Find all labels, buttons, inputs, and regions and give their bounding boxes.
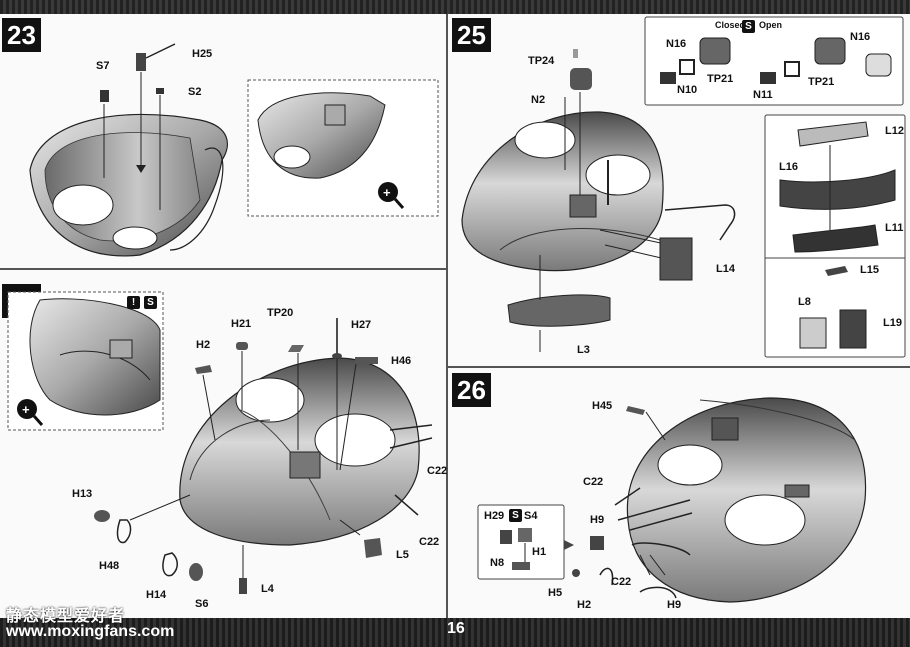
label-l15: L15 xyxy=(860,264,879,276)
step-26-number: 26 xyxy=(452,373,491,407)
warning-icon: ! xyxy=(127,296,140,309)
label-n11: N11 xyxy=(753,89,773,101)
svg-text:+: + xyxy=(22,402,30,417)
label-h2-26: H2 xyxy=(577,599,592,611)
svg-text:+: + xyxy=(383,185,391,200)
label-h9-upper: H9 xyxy=(590,514,605,526)
label-l19: L19 xyxy=(883,317,902,329)
label-h46: H46 xyxy=(391,355,412,367)
top-border xyxy=(0,0,910,14)
watermark-url: www.moxingfans.com xyxy=(6,623,175,640)
label-c22-lower-26: C22 xyxy=(611,576,632,588)
label-c22-upper: C22 xyxy=(427,465,448,477)
watermark-chinese: 静态模型爱好者 xyxy=(6,606,126,625)
left-divider xyxy=(0,268,446,270)
label-h48: H48 xyxy=(99,560,120,572)
label-n8: N8 xyxy=(490,557,505,569)
label-l8: L8 xyxy=(798,296,811,308)
label-s2: S2 xyxy=(188,86,202,98)
option-icon-h29: S xyxy=(509,509,522,522)
label-h29: H29 xyxy=(484,510,505,522)
label-h9-lower: H9 xyxy=(667,599,682,611)
label-n10: N10 xyxy=(677,84,698,96)
page-number: 16 xyxy=(447,620,465,637)
label-h1: H1 xyxy=(532,546,547,558)
label-tp20: TP20 xyxy=(267,307,294,319)
label-h14: H14 xyxy=(146,589,167,601)
vertical-divider xyxy=(446,14,448,618)
label-h27: H27 xyxy=(351,319,372,331)
label-l16: L16 xyxy=(779,161,798,173)
label-c22-lower: C22 xyxy=(419,536,440,548)
bottom-border xyxy=(0,618,910,647)
label-tp21-left: TP21 xyxy=(707,73,734,85)
label-h2: H2 xyxy=(196,339,211,351)
label-h5: H5 xyxy=(548,587,563,599)
label-tp21-right: TP21 xyxy=(808,76,835,88)
label-s6: S6 xyxy=(195,598,209,610)
label-s7: S7 xyxy=(96,60,110,72)
label-n16-left: N16 xyxy=(666,38,687,50)
label-l12: L12 xyxy=(885,125,904,137)
label-open: Open xyxy=(759,20,783,30)
label-tp24: TP24 xyxy=(528,55,555,67)
option-icon-closed-open: S xyxy=(742,20,755,33)
label-h21: H21 xyxy=(231,318,252,330)
label-l14: L14 xyxy=(716,263,735,275)
label-n16-right: N16 xyxy=(850,31,871,43)
label-s4: S4 xyxy=(524,510,538,522)
label-l5: L5 xyxy=(396,549,409,561)
label-l3: L3 xyxy=(577,344,590,356)
label-c22-upper-26: C22 xyxy=(583,476,604,488)
right-divider xyxy=(448,366,910,368)
step-25-number: 25 xyxy=(452,18,491,52)
label-l11: L11 xyxy=(885,222,904,234)
label-h13: H13 xyxy=(72,488,93,500)
label-l4: L4 xyxy=(261,583,274,595)
label-n2: N2 xyxy=(531,94,546,106)
label-h25: H25 xyxy=(192,48,213,60)
label-closed: Closed xyxy=(715,20,746,30)
step-23-number: 23 xyxy=(2,18,41,52)
option-icon: S xyxy=(144,296,157,309)
label-h45: H45 xyxy=(592,400,613,412)
